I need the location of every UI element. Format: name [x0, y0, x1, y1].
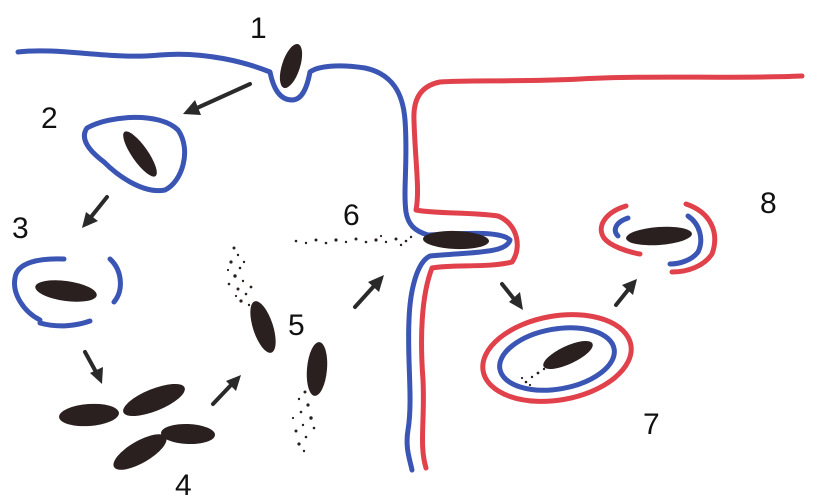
arrow-3-to-4: [85, 352, 103, 384]
bacterium-step-2: [118, 127, 162, 180]
actin-tail-step-5b: [292, 391, 315, 453]
step-label-5: 5: [288, 309, 305, 342]
arrow-1-to-2: [183, 84, 250, 115]
lysed-double-membrane-left-inner: [615, 218, 628, 236]
step-label-6: 6: [343, 199, 360, 232]
bacterium-step-4a: [58, 402, 119, 428]
host-cell-2-membrane: [414, 76, 802, 468]
arrow-4-to-5: [213, 375, 241, 404]
step-label-4: 4: [175, 469, 192, 499]
lysed-vacuole-right: [110, 259, 120, 302]
bacterium-step-3: [34, 277, 98, 305]
actin-tail-step-7: [521, 368, 545, 386]
bacterium-step-5a: [245, 298, 281, 356]
bacterium-step-4d: [161, 423, 216, 445]
actin-tail-step-6: [295, 235, 412, 246]
bacterium-step-7: [540, 335, 597, 374]
arrow-7-to-8: [616, 279, 637, 305]
bacterium-step-8: [625, 225, 692, 248]
arrow-6-to-7: [502, 284, 523, 310]
bacterium-step-1: [275, 41, 306, 90]
arrow-5-to-6: [355, 275, 384, 307]
step-label-7: 7: [643, 408, 660, 441]
arrow-2-to-3: [82, 197, 107, 228]
lysed-double-membrane-left-outer: [601, 206, 640, 254]
step-label-2: 2: [41, 102, 58, 135]
bacterium-step-5b: [305, 341, 330, 397]
step-label-1: 1: [250, 12, 267, 45]
step-label-3: 3: [12, 212, 29, 245]
bacterium-step-4b: [119, 377, 188, 422]
actin-tail-step-5a: [227, 247, 253, 307]
step-label-8: 8: [760, 187, 777, 220]
lysed-vacuole-bottom: [40, 321, 90, 326]
